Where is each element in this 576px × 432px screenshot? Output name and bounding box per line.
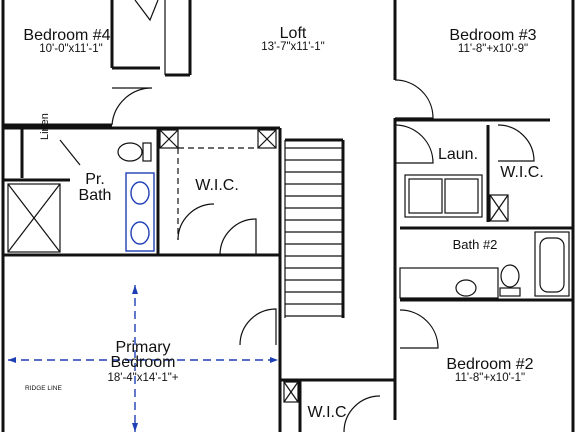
wic-primary-label: W.I.C. <box>195 177 239 194</box>
staircase <box>284 140 343 318</box>
bedroom2-dims: 11'-8"+x10'-1" <box>454 372 526 384</box>
ridge-line-annotation: RIDGE LINE <box>25 385 62 392</box>
bath-fixtures <box>7 142 570 299</box>
bedroom4-label: Bedroom #4 <box>23 27 111 44</box>
loft-dims: 13'-7"x11'-1" <box>261 41 325 53</box>
loft-label: Loft <box>279 25 307 42</box>
bath2-label: Bath #2 <box>452 237 498 252</box>
primary-bedroom-label-line2: Bedroom <box>110 354 176 371</box>
bedroom2-label: Bedroom #2 <box>446 356 534 373</box>
pr-bath-label-line1: Pr. <box>85 171 105 188</box>
pr-bath-label-line2: Bath <box>78 187 112 204</box>
door-swings <box>59 0 535 432</box>
linen-label: Linen <box>39 113 51 140</box>
primary-bedroom-dims: 18'-4"x14'-1"+ <box>107 372 179 384</box>
bedroom3-label: Bedroom #3 <box>449 27 537 44</box>
bedroom4-dims: 10'-0"x11'-1" <box>39 43 103 55</box>
laundry-label: Laun. <box>437 146 479 163</box>
wic-bed2-label: W.I.C <box>307 404 347 421</box>
closet-boxes <box>159 129 509 403</box>
wic-bed3-label: W.I.C. <box>500 164 544 181</box>
bedroom3-dims: 11'-8"+x10'-9" <box>457 43 529 55</box>
primary-bedroom-label-line1: Primary <box>115 339 171 356</box>
ridge-lines <box>8 285 278 432</box>
